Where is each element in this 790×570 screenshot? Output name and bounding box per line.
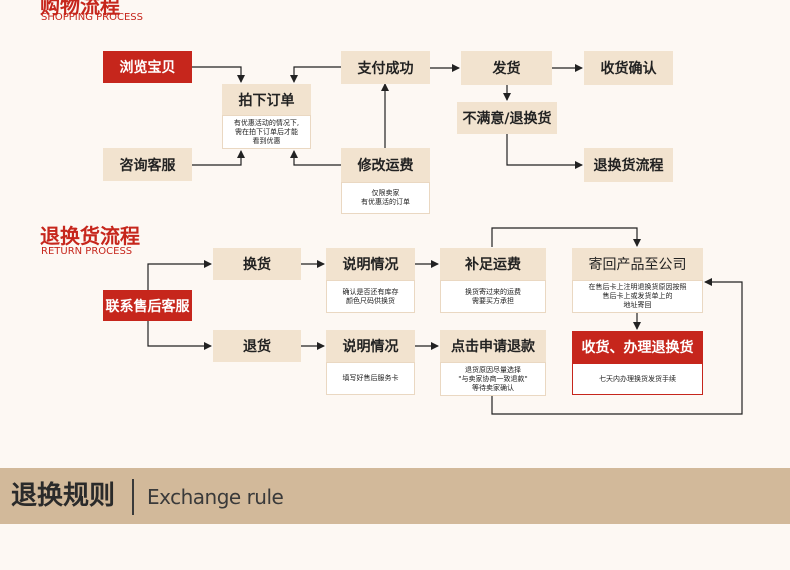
step-refund: 退货	[213, 330, 301, 362]
step-pay: 支付成功	[341, 51, 430, 84]
arrow-browse-order	[192, 66, 245, 83]
arrow-consult-order	[192, 150, 245, 166]
modify-note: 仅限卖家 有优惠活的订单	[341, 182, 430, 214]
step-exchange: 换货	[213, 248, 301, 280]
exchange-rule-subtitle: Exchange rule	[147, 485, 284, 509]
returns-subtitle: RETURN PROCESS	[41, 246, 133, 257]
step-receive-process: 收货、办理退换货	[572, 331, 703, 363]
step-send-back: 寄回产品至公司	[572, 248, 703, 280]
step-explain-exchange: 说明情况	[326, 248, 415, 280]
step-modify: 修改运费	[341, 148, 430, 182]
step-consult: 咨询客服	[103, 148, 192, 181]
shopping-subtitle: SHOPPING PROCESS	[41, 12, 144, 23]
step-ship: 发货	[461, 51, 552, 85]
receive-process-note: 七天内办理换货发货手续	[572, 363, 703, 395]
step-order: 拍下订单	[222, 84, 311, 115]
step-confirm: 收货确认	[584, 51, 673, 85]
arrow-unhappy-returnflow	[506, 134, 583, 169]
arrow-pay-order	[290, 66, 341, 83]
apply-refund-note: 退货原因尽量选择 "与卖家协商一致退款" 等待卖家确认	[440, 362, 546, 396]
step-contact-service: 联系售后客服	[103, 290, 192, 321]
step-freight: 补足运费	[440, 248, 546, 280]
send-back-note: 在售后卡上注明退换货原因按照 售后卡上或发货单上的 地址寄回	[572, 280, 703, 313]
arrow-apply-sendback	[491, 278, 743, 415]
returns-title: 退换货流程	[40, 224, 140, 248]
shopping-title: 购物流程	[40, 0, 120, 18]
arrow-contact-refund	[147, 321, 212, 350]
explain-exchange-note: 确认是否还有库存 颜色尺码供换货	[326, 280, 415, 313]
arrow-contact-exchange	[147, 260, 212, 290]
freight-note: 换货寄过来的运费 需要买方承担	[440, 280, 546, 313]
step-explain-refund: 说明情况	[326, 330, 415, 362]
step-return-flow: 退换货流程	[584, 148, 673, 182]
step-unhappy: 不满意/退换货	[457, 102, 557, 134]
exchange-rule-divider	[132, 479, 134, 515]
exchange-rule-bar	[0, 468, 790, 524]
arrow-freight-sendback	[491, 227, 641, 247]
exchange-rule-title: 退换规则	[11, 481, 116, 511]
order-note: 有优惠活动的情况下, 需在拍下订单后才能 看到优惠	[222, 115, 311, 149]
explain-refund-note: 填写好售后服务卡	[326, 362, 415, 395]
step-browse: 浏览宝贝	[103, 51, 192, 83]
arrow-modify-order	[290, 150, 341, 166]
step-apply-refund: 点击申请退款	[440, 330, 546, 362]
